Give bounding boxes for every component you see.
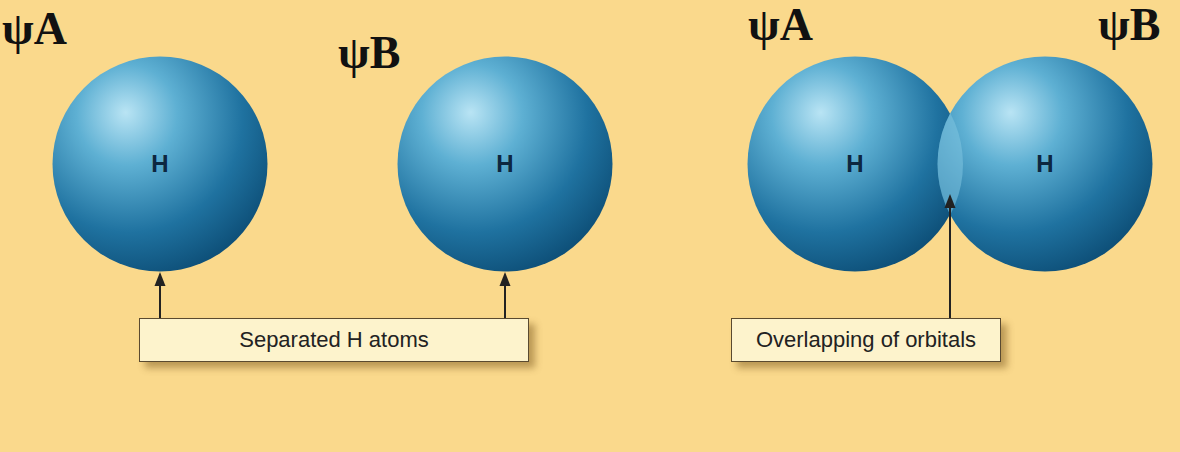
caption-box: Overlapping of orbitals: [731, 318, 1001, 362]
sphere-body: [938, 57, 1153, 272]
wavefunction-label: ψA: [2, 6, 67, 52]
arrow-head: [500, 272, 511, 286]
atom-sphere: H: [397, 56, 613, 272]
atom-sphere: H: [52, 56, 268, 272]
wavefunction-label: ψB: [338, 30, 400, 76]
sphere-body: [53, 57, 268, 272]
atom-symbol: H: [151, 150, 168, 178]
wavefunction-label: ψB: [1098, 2, 1160, 48]
wavefunction-label: ψA: [748, 2, 813, 48]
connector-line: [504, 284, 506, 318]
atom-symbol: H: [496, 150, 513, 178]
caption-text: Separated H atoms: [239, 327, 429, 353]
caption-box: Separated H atoms: [139, 318, 529, 362]
connector-arrow: [500, 272, 511, 318]
sphere-body: [748, 57, 963, 272]
connector-line: [159, 284, 161, 318]
atom-symbol: H: [1036, 150, 1053, 178]
sphere-body: [398, 57, 613, 272]
leader-line: [949, 206, 951, 318]
connector-arrow: [155, 272, 166, 318]
overlap-region: [937, 56, 963, 272]
atom-sphere: H: [747, 56, 963, 272]
arrow-head: [155, 272, 166, 286]
atom-sphere: H: [937, 56, 1153, 272]
atom-symbol: H: [846, 150, 863, 178]
caption-text: Overlapping of orbitals: [756, 327, 976, 353]
